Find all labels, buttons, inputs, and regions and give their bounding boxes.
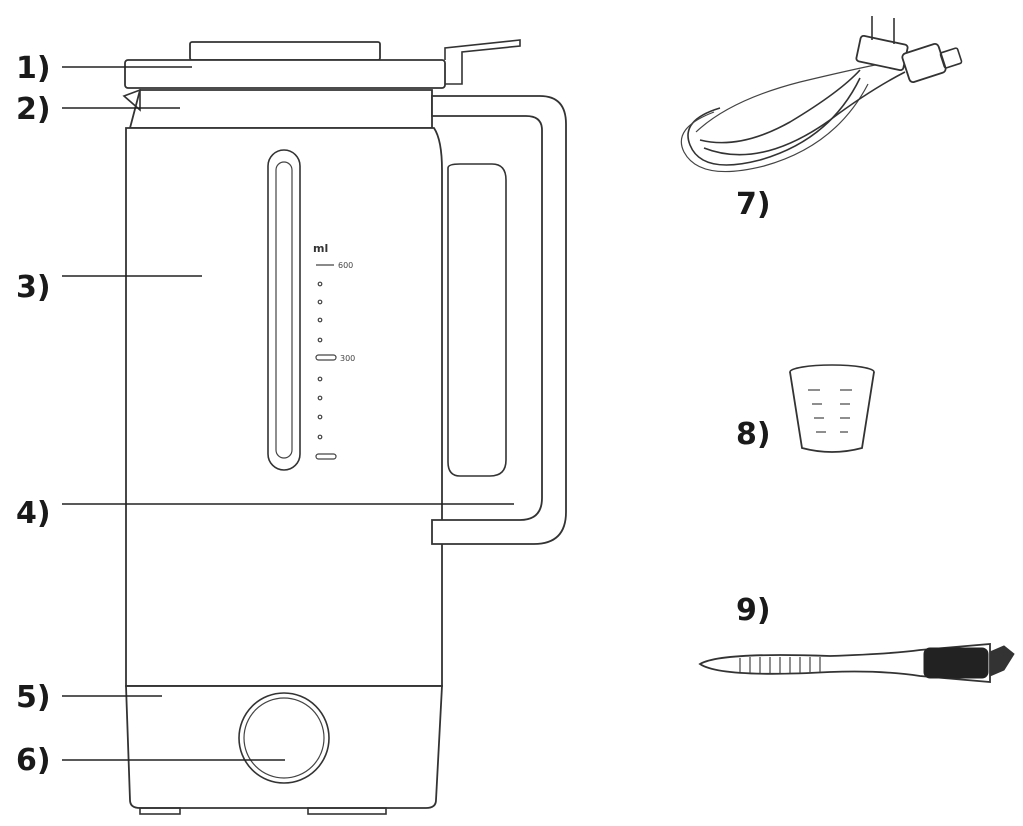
- lid: [124, 39, 521, 89]
- scale-top-mark: 600: [338, 261, 353, 270]
- blender: ml 600 300: [122, 39, 567, 815]
- callout-4: 4): [16, 496, 51, 531]
- scale-mid-mark: 300: [340, 354, 355, 363]
- power-cord: [680, 16, 963, 173]
- handle: [431, 95, 567, 545]
- callout-2: 2): [16, 92, 51, 127]
- measuring-cup: [789, 364, 875, 453]
- brush-grip-ridges: [739, 657, 821, 673]
- motor-base: [125, 685, 443, 815]
- scale-unit: ml: [313, 242, 328, 255]
- control-knob: [238, 692, 330, 784]
- callout-3: 3): [16, 270, 51, 305]
- callout-8: 8): [736, 417, 771, 452]
- callout-7: 7): [736, 187, 771, 222]
- callout-9: 9): [736, 593, 771, 628]
- callout-5: 5): [16, 680, 51, 715]
- callout-6: 6): [16, 743, 51, 778]
- measurement-scale: ml 600 300: [313, 242, 355, 460]
- jug-body: ml 600 300: [125, 127, 443, 687]
- cleaning-brush: [698, 643, 1015, 683]
- callout-1: 1): [16, 51, 51, 86]
- jug-rim: [122, 88, 433, 129]
